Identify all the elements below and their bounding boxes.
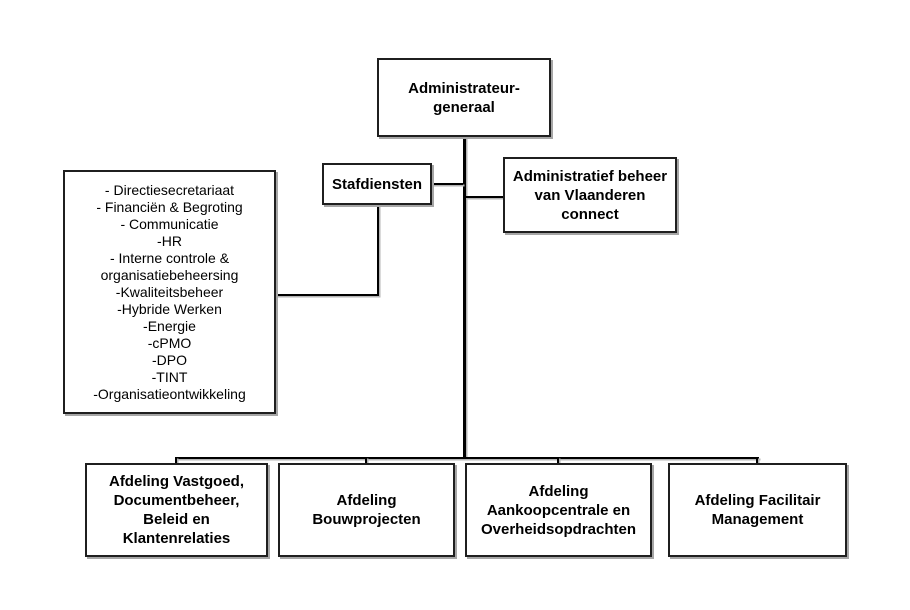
connector-bottom-horizontal xyxy=(176,457,759,459)
connector-stafdiensten-trunk xyxy=(431,183,463,185)
node-label-line: Bouwprojecten xyxy=(312,511,421,528)
connector-stub-aankoopcentrale xyxy=(557,457,559,464)
node-label-line: Administratief beheer xyxy=(512,167,668,185)
node-label-line: Afdeling xyxy=(336,492,397,509)
node-label-line: Afdeling xyxy=(528,482,589,500)
list-item: -DPO xyxy=(152,351,187,368)
connector-stub-facilitair xyxy=(756,457,758,464)
node-label-line: Management xyxy=(711,511,804,528)
list-item: -cPMO xyxy=(147,334,192,351)
list-item: - Communicatie xyxy=(120,215,219,232)
node-label-line: Beleid en xyxy=(143,511,210,528)
list-item: -Energie xyxy=(143,317,196,334)
org-node-afdeling-facilitair: Afdeling Facilitair Management xyxy=(668,463,847,557)
list-item: -Kwaliteitsbeheer xyxy=(115,283,224,300)
org-node-stafdiensten: Stafdiensten xyxy=(322,163,432,205)
connector-to-staff-list xyxy=(276,294,379,296)
org-node-afdeling-aankoopcentrale: Afdeling Aankoopcentrale en Overheidsopd… xyxy=(465,463,652,557)
org-node-administrateur-generaal: Administrateur- generaal xyxy=(377,58,551,137)
list-item: - Financiën & Begroting xyxy=(96,198,243,215)
org-node-administratief-beheer: Administratief beheer van Vlaanderen con… xyxy=(503,157,677,233)
org-node-afdeling-bouwprojecten: Afdeling Bouwprojecten xyxy=(278,463,455,557)
connector-stub-vastgoed xyxy=(175,457,177,464)
list-item: -Organisatieontwikkeling xyxy=(93,385,246,402)
list-item: - Directiesecretariaat xyxy=(104,181,235,198)
list-item: -Hybride Werken xyxy=(117,300,222,317)
connector-stafdiensten-down xyxy=(377,205,379,296)
node-label-line: Documentbeheer, xyxy=(113,492,240,509)
node-label-line: Administrateur- xyxy=(408,79,520,97)
connector-stub-bouwprojecten xyxy=(365,457,367,464)
connector-trunk-administratief xyxy=(466,196,503,198)
node-label-line: connect xyxy=(561,205,619,223)
node-label-line: Afdeling Vastgoed, xyxy=(108,473,244,490)
node-label-line: Aankoopcentrale en xyxy=(486,501,631,519)
connector-trunk-vertical xyxy=(463,136,466,459)
node-label-line: Overheidsopdrachten xyxy=(480,520,637,538)
org-node-afdeling-vastgoed: Afdeling Vastgoed, Documentbeheer, Belei… xyxy=(85,463,268,557)
node-label-line: van Vlaanderen xyxy=(534,186,646,204)
org-node-stafdiensten-onderdelen: - Directiesecretariaat - Financiën & Beg… xyxy=(63,170,276,414)
node-label-line: Afdeling Facilitair xyxy=(694,492,821,509)
node-label-line: Klantenrelaties xyxy=(122,530,231,547)
node-label-line: generaal xyxy=(433,98,495,116)
node-label-line: Stafdiensten xyxy=(331,175,422,193)
list-item: -TINT xyxy=(151,368,188,385)
list-item: - Interne controle & organisatiebeheersi… xyxy=(100,249,239,283)
list-item: -HR xyxy=(157,232,182,249)
